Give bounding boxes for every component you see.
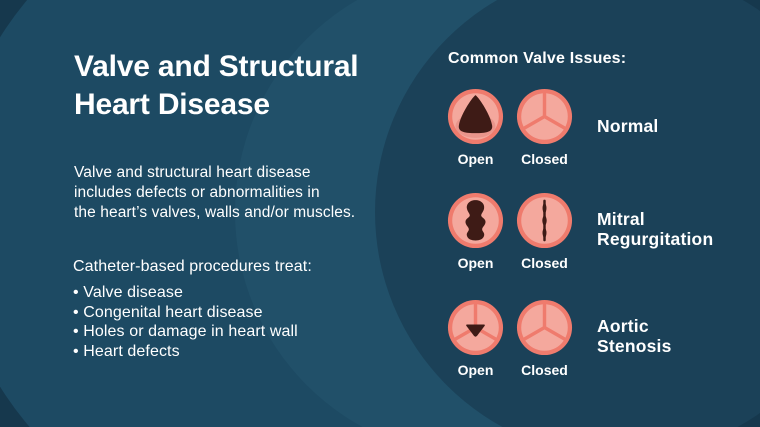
page-title: Valve and Structural Heart Disease bbox=[74, 48, 359, 124]
normal-open-valve-icon bbox=[447, 88, 504, 145]
valve-row-aortic-stenosis: Open Closed Aortic Stenosis bbox=[447, 299, 760, 399]
list-item: • Congenital heart disease bbox=[73, 303, 263, 321]
valve-row-mitral-regurgitation: Open Closed Mitral Regurgitation bbox=[447, 192, 760, 292]
open-label: Open bbox=[457, 255, 494, 271]
condition-name: Aortic Stenosis bbox=[597, 316, 672, 356]
treatments-list: • Valve disease • Congenital heart disea… bbox=[73, 283, 298, 361]
normal-closed-valve-icon bbox=[516, 88, 573, 145]
valve-issues-heading: Common Valve Issues: bbox=[448, 50, 627, 67]
open-label: Open bbox=[457, 362, 494, 378]
mitral-open-valve-icon bbox=[447, 192, 504, 249]
list-item: • Holes or damage in heart wall bbox=[73, 323, 298, 340]
mitral-closed-valve-icon bbox=[516, 192, 573, 249]
list-item: • Heart defects bbox=[73, 342, 180, 360]
list-item: • Valve disease bbox=[73, 284, 183, 301]
aortic-open-valve-icon bbox=[447, 299, 504, 356]
description-line-2: includes defects or abnormalities in bbox=[74, 184, 320, 201]
title-line-2: Heart Disease bbox=[74, 88, 270, 121]
closed-label: Closed bbox=[521, 151, 568, 167]
valve-issues-panel: Common Valve Issues: Open Closed bbox=[447, 0, 760, 427]
description-line-1: Valve and structural heart disease bbox=[74, 164, 311, 181]
closed-label: Closed bbox=[521, 362, 568, 378]
treatments-heading: Catheter-based procedures treat: bbox=[73, 258, 312, 275]
open-label: Open bbox=[457, 151, 494, 167]
title-line-1: Valve and Structural bbox=[74, 50, 359, 83]
description-line-3: the heart’s valves, walls and/or muscles… bbox=[74, 204, 356, 221]
closed-label: Closed bbox=[521, 255, 568, 271]
condition-name: Normal bbox=[597, 116, 659, 136]
valve-row-normal: Open Closed Normal bbox=[447, 88, 760, 188]
condition-name: Mitral Regurgitation bbox=[597, 209, 714, 249]
aortic-closed-valve-icon bbox=[516, 299, 573, 356]
description-paragraph: Valve and structural heart disease inclu… bbox=[74, 163, 355, 223]
